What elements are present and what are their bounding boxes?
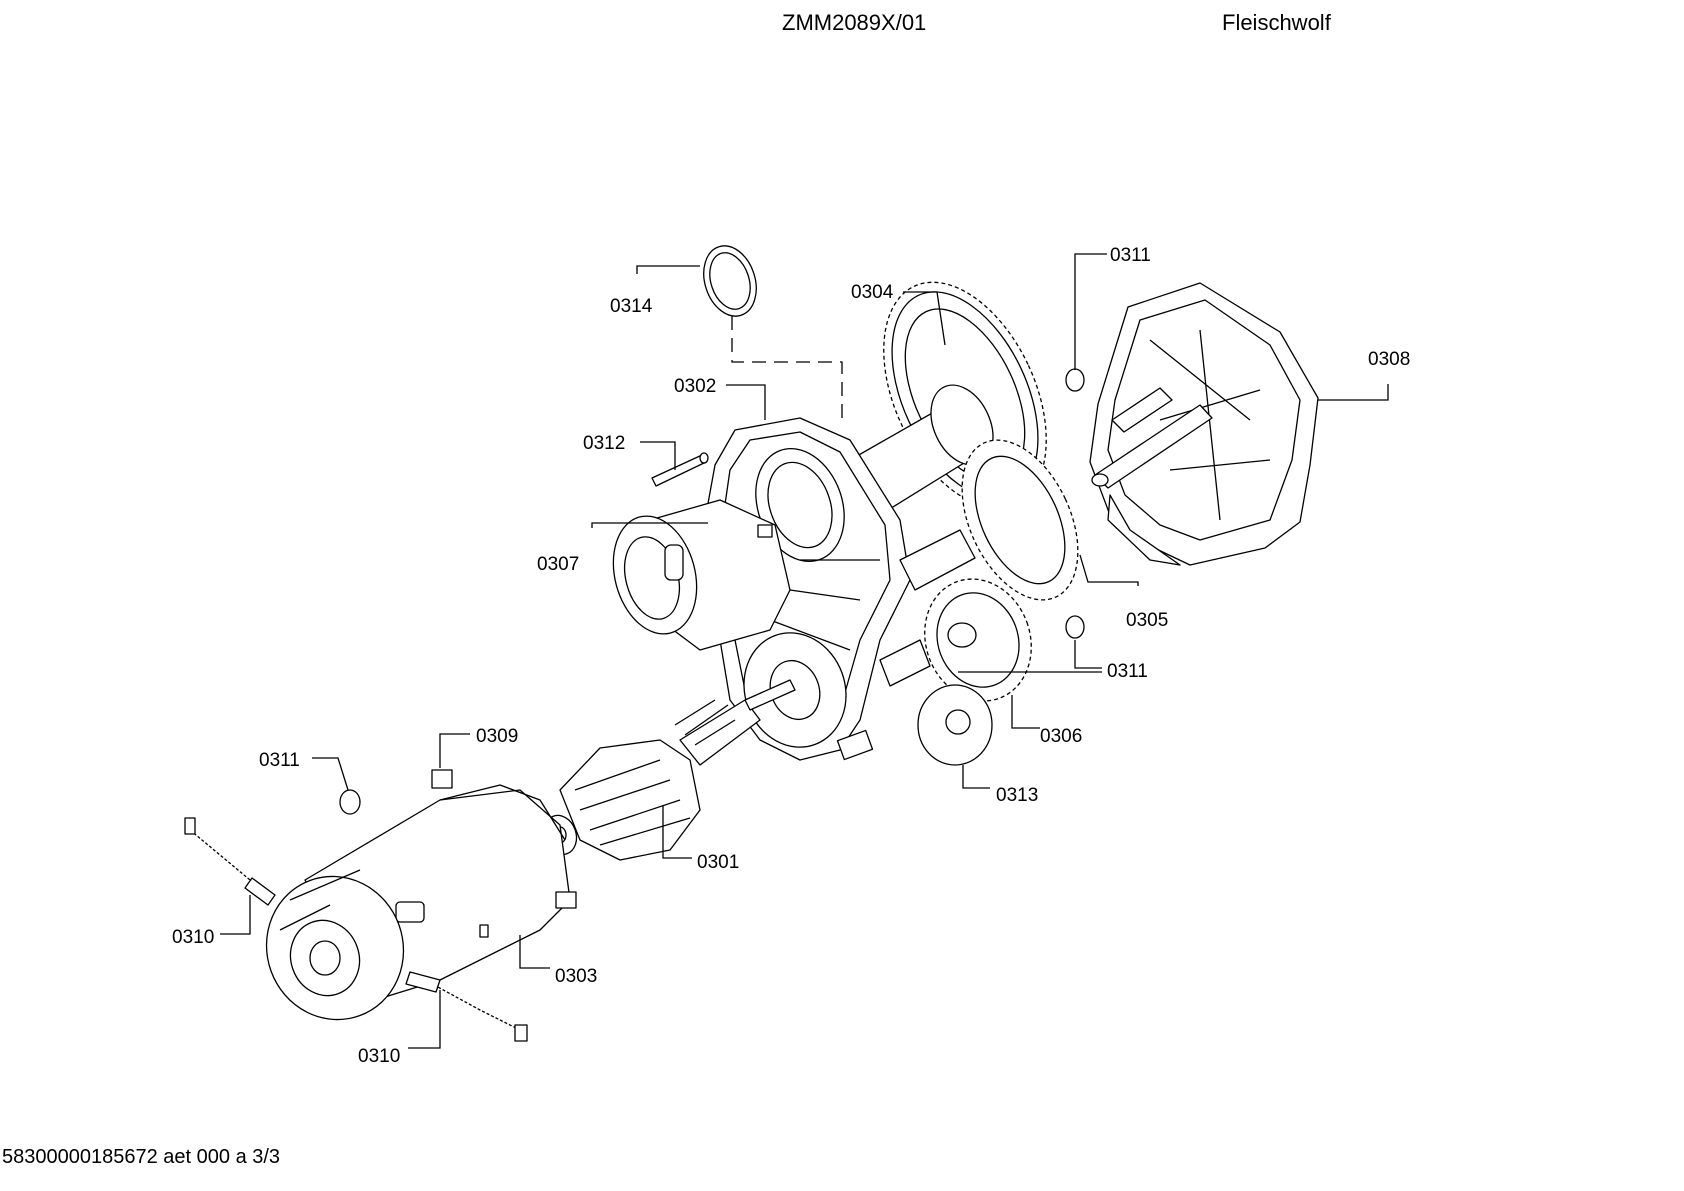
callout-0309: 0309: [476, 726, 518, 747]
part-0311-washer-c: [339, 789, 361, 815]
callout-0311-middle: 0311: [1107, 661, 1148, 682]
part-0305-intermediate-gear: [961, 439, 1079, 601]
model-number: ZMM2089X/01: [782, 10, 927, 35]
part-0311-washer-b: [1065, 615, 1085, 639]
callout-0312: 0312: [583, 433, 625, 454]
part-0301-armature: [542, 679, 796, 861]
part-0311-washer-a: [1065, 368, 1085, 392]
callout-0301: 0301: [697, 852, 739, 873]
callout-0307: 0307: [537, 554, 579, 575]
callout-0310-bottom: 0310: [358, 1046, 400, 1067]
part-0312-pin: [651, 452, 709, 487]
callout-0305: 0305: [1126, 610, 1168, 631]
part-0313-disc: [917, 684, 993, 766]
callout-0314: 0314: [610, 296, 653, 317]
callout-0304: 0304: [851, 282, 894, 303]
part-0310-brush-a: [184, 817, 276, 906]
callout-0311-left: 0311: [259, 750, 300, 771]
callout-0308: 0308: [1368, 349, 1410, 370]
callout-0303: 0303: [555, 966, 597, 987]
product-name: Fleischwolf: [1222, 10, 1331, 35]
callout-0306: 0306: [1040, 726, 1082, 747]
part-0306-bevel-gear: [924, 578, 1032, 702]
callout-0311-top: 0311: [1110, 245, 1151, 266]
callout-0302: 0302: [674, 376, 716, 397]
part-0314-ring: [703, 245, 757, 317]
callout-0313: 0313: [996, 785, 1038, 806]
end-shield: [265, 869, 405, 1021]
document-code: 58300000185672 aet 000 a 3/3: [2, 1146, 281, 1168]
part-0309-clip: [431, 769, 453, 789]
part-0310-brush-b: [405, 971, 528, 1042]
callout-0310-left: 0310: [172, 927, 214, 948]
part-0307-coupling: [612, 499, 791, 651]
part-0308-housing-cover: [1089, 282, 1319, 566]
